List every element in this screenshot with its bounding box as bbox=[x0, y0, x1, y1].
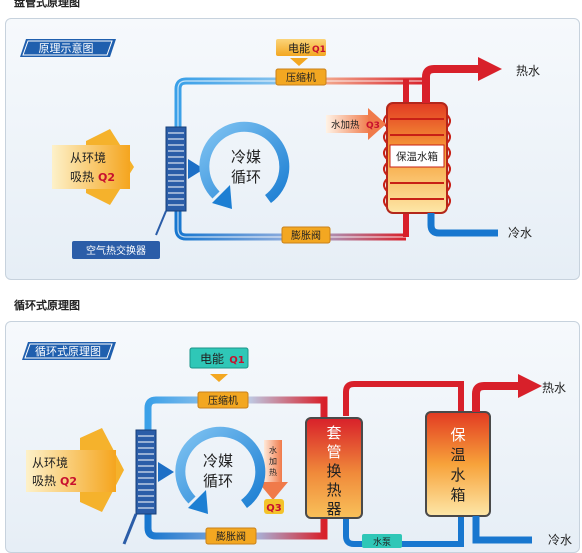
water-heat-arrow: 水加热 Q3 bbox=[326, 108, 386, 140]
svg-text:循环: 循环 bbox=[203, 472, 233, 490]
coil-water-tank: 保温水箱 bbox=[383, 102, 451, 214]
section-title-coil: 盘管式原理图 bbox=[14, 0, 80, 9]
water-pump: 水泵 bbox=[362, 534, 402, 548]
refrigerant-cycle: 冷媒 循环 bbox=[175, 426, 266, 514]
refrigerant-loop bbox=[144, 396, 328, 540]
compressor: 压缩机 bbox=[275, 68, 327, 86]
svg-text:冷媒: 冷媒 bbox=[231, 148, 261, 166]
expansion-valve: 膨胀阀 bbox=[205, 527, 257, 545]
diagram-tag: 原理示意图 bbox=[20, 39, 116, 57]
svg-text:Q1: Q1 bbox=[312, 45, 326, 55]
svg-text:电能: 电能 bbox=[200, 352, 224, 366]
svg-text:循环式原理图: 循环式原理图 bbox=[35, 345, 101, 358]
refrigerant-cycle: 冷媒 循环 bbox=[199, 121, 290, 209]
hot-water-arrow: 热水 bbox=[422, 57, 540, 103]
hot-water-arrow: 热水 bbox=[472, 374, 566, 412]
compressor: 压缩机 bbox=[197, 391, 249, 409]
svg-text:膨胀阀: 膨胀阀 bbox=[291, 229, 321, 242]
svg-text:循环: 循环 bbox=[231, 168, 261, 186]
svg-text:冷媒: 冷媒 bbox=[203, 452, 233, 470]
cold-water-label: 冷水 bbox=[548, 533, 572, 547]
svg-text:Q1: Q1 bbox=[229, 355, 245, 366]
env-heat-arrow: 从环境 吸热 Q2 bbox=[52, 129, 134, 205]
cold-water-pipe: 冷水 bbox=[427, 213, 532, 240]
svg-text:Q3: Q3 bbox=[266, 503, 282, 514]
diagram-tag: 循环式原理图 bbox=[22, 342, 116, 360]
air-exchanger-label: 空气热交换器 bbox=[72, 241, 160, 259]
svg-text:水: 水 bbox=[450, 466, 465, 484]
svg-text:器: 器 bbox=[326, 500, 341, 518]
expansion-valve: 膨胀阀 bbox=[281, 226, 331, 244]
svg-text:温: 温 bbox=[450, 446, 465, 464]
svg-text:加: 加 bbox=[269, 456, 277, 466]
svg-text:吸热: 吸热 bbox=[70, 170, 94, 184]
coil-diagram-panel: 原理示意图 保温水箱 热水 冷水 bbox=[5, 18, 580, 280]
hot-water-label: 热水 bbox=[542, 381, 566, 395]
svg-text:空气热交换器: 空气热交换器 bbox=[86, 244, 146, 257]
svg-text:电能: 电能 bbox=[288, 41, 310, 55]
env-heat-arrow: 从环境 吸热 Q2 bbox=[26, 428, 124, 512]
svg-text:Q3: Q3 bbox=[366, 121, 380, 131]
svg-text:箱: 箱 bbox=[450, 486, 465, 504]
svg-text:热: 热 bbox=[326, 481, 341, 499]
circulation-diagram-panel: 循环式原理图 电能 Q1 压缩机 膨胀阀 水泵 套 管 换 热 器 bbox=[5, 321, 580, 553]
svg-text:换: 换 bbox=[326, 462, 341, 480]
cold-water-label: 冷水 bbox=[508, 226, 532, 240]
svg-text:从环境: 从环境 bbox=[70, 150, 106, 165]
heating-coil bbox=[383, 114, 451, 208]
section-title-circulation: 循环式原理图 bbox=[14, 299, 80, 312]
water-heat-arrow: 水 加 热 Q3 bbox=[258, 440, 288, 514]
svg-text:水加热: 水加热 bbox=[331, 119, 360, 131]
svg-text:水泵: 水泵 bbox=[373, 536, 391, 548]
svg-text:热: 热 bbox=[269, 467, 277, 477]
svg-text:吸热: 吸热 bbox=[32, 474, 56, 488]
svg-text:管: 管 bbox=[326, 443, 341, 461]
hot-water-label: 热水 bbox=[516, 64, 540, 78]
tube-heat-exchanger: 套 管 换 热 器 bbox=[305, 417, 363, 519]
svg-text:套: 套 bbox=[326, 424, 341, 442]
tank-label: 保温水箱 bbox=[396, 150, 438, 163]
coil-diagram: 原理示意图 保温水箱 热水 冷水 bbox=[20, 39, 540, 259]
air-heat-exchanger bbox=[122, 429, 174, 545]
circulation-diagram: 循环式原理图 电能 Q1 压缩机 膨胀阀 水泵 套 管 换 热 器 bbox=[22, 342, 572, 548]
air-heat-exchanger bbox=[155, 126, 204, 236]
cold-water-pipe: 冷水 bbox=[472, 516, 572, 547]
svg-text:压缩机: 压缩机 bbox=[286, 71, 316, 84]
svg-text:膨胀阀: 膨胀阀 bbox=[216, 530, 246, 543]
svg-text:Q2: Q2 bbox=[60, 475, 77, 488]
storage-tank: 保 温 水 箱 bbox=[425, 411, 491, 517]
svg-text:保: 保 bbox=[450, 426, 465, 444]
svg-text:水: 水 bbox=[269, 445, 277, 455]
svg-text:从环境: 从环境 bbox=[32, 455, 68, 470]
svg-text:Q2: Q2 bbox=[98, 171, 115, 184]
svg-text:原理示意图: 原理示意图 bbox=[39, 41, 94, 55]
svg-text:压缩机: 压缩机 bbox=[208, 394, 238, 407]
power-input: 电能 Q1 bbox=[189, 347, 249, 382]
power-input: 电能 Q1 bbox=[276, 39, 326, 66]
